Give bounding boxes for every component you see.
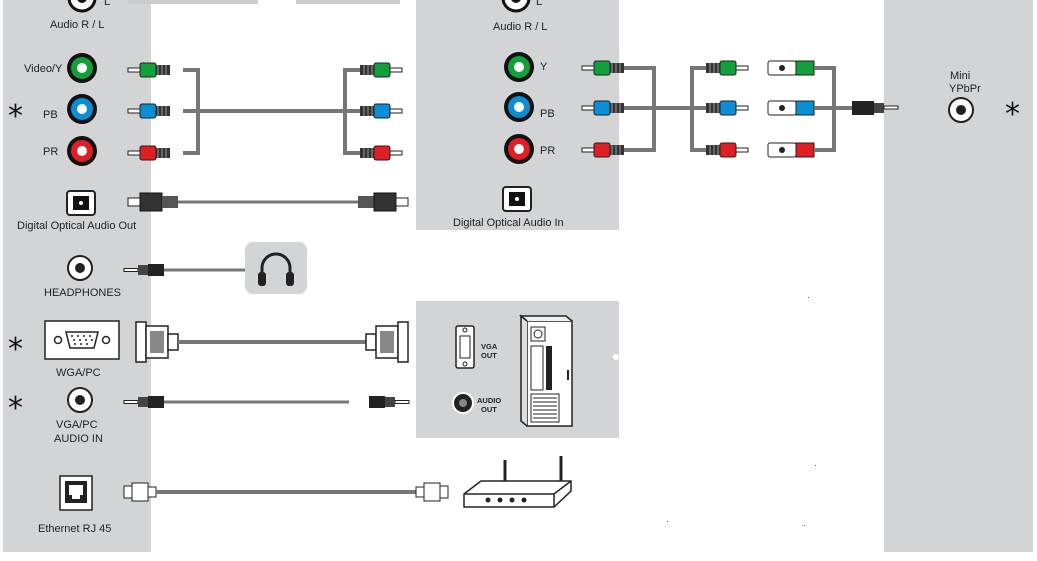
tv-optical-port	[66, 190, 96, 216]
av-pr-label: PR	[540, 145, 555, 157]
right-asterisk: *	[1005, 97, 1020, 132]
tv-pb-asterisk: *	[8, 99, 23, 134]
tv-green-jack	[67, 53, 97, 83]
tv-vga-label: WGA/PC	[56, 367, 101, 379]
tv-ethernet-port	[59, 475, 93, 511]
tv-red-jack	[67, 136, 97, 166]
tv-optical-label: Digital Optical Audio Out	[17, 220, 136, 232]
pc-device-panel	[416, 301, 619, 438]
pc-audio-out-2: OUT	[481, 405, 497, 414]
tv-pr-label: PR	[43, 146, 58, 158]
av-optical-label: Digital Optical Audio In	[453, 217, 564, 229]
tv-vga-audio-label-1: VGA/PC	[56, 419, 98, 431]
tv-audio-rl-label: Audio R / L	[50, 19, 104, 31]
av-red-jack	[504, 134, 534, 164]
pc-vga-out-2: OUT	[481, 351, 497, 360]
av-blue-jack	[504, 92, 534, 122]
tv-vga-audio-jack	[67, 387, 93, 413]
pc-audio-out-jack	[452, 392, 474, 414]
pc-vga-out-1: VGA	[481, 342, 498, 351]
vga-cable	[135, 321, 409, 363]
av-y-label: Y	[540, 61, 548, 73]
av-audio-jack	[501, 0, 531, 13]
ethernet-cable	[123, 482, 449, 502]
tv-video-y-label: Video/Y	[24, 63, 63, 75]
router-icon	[463, 456, 572, 508]
mini-ypbpr-jack	[948, 97, 974, 123]
tv-blue-jack	[67, 94, 97, 124]
av-audio-rl-label: Audio R / L	[493, 21, 547, 33]
av-optical-port	[502, 186, 532, 212]
right-side-panel	[884, 0, 1033, 552]
tv-vga-port	[44, 320, 120, 360]
headphones-icon	[245, 242, 307, 294]
tv-audio-letter: L	[104, 0, 110, 8]
tv-ethernet-label: Ethernet RJ 45	[38, 523, 111, 535]
tv-audio-jack	[67, 0, 97, 13]
tv-vga-audio-asterisk: *	[8, 391, 23, 426]
av-audio-letter: L	[536, 0, 542, 8]
mini-label-1: Mini	[950, 70, 970, 82]
pc-audio-out-1: AUDIO	[477, 396, 501, 405]
av-pb-label: PB	[540, 108, 555, 120]
tv-vga-asterisk: *	[8, 332, 23, 367]
tv-headphones-label: HEADPHONES	[44, 287, 121, 299]
mini-label-2: YPbPr	[949, 83, 981, 95]
pc-tower-icon	[518, 314, 573, 427]
tv-vga-audio-label-2: AUDIO IN	[54, 433, 103, 445]
pc-vga-out-port	[455, 325, 475, 369]
tv-headphones-jack	[67, 255, 93, 281]
tv-pb-label: PB	[43, 109, 58, 121]
av-green-jack	[504, 52, 534, 82]
